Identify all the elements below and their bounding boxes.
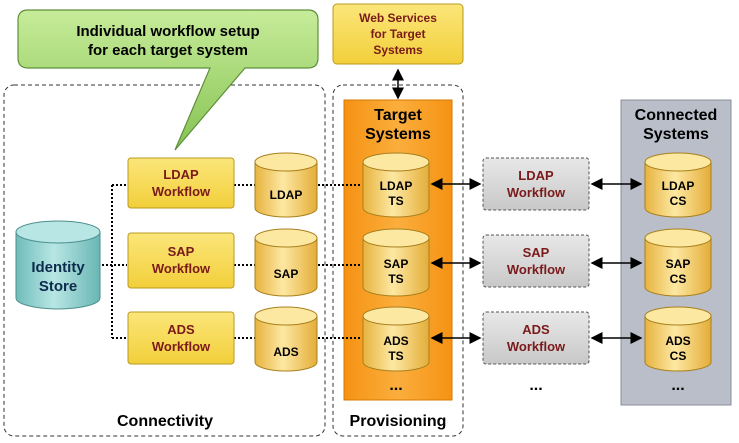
connected-system-ldap-line2: CS	[670, 194, 687, 208]
store-ldap-label: LDAP	[270, 188, 303, 202]
web-services-line1: Web Services	[359, 11, 437, 25]
connected-system-sap-line2: CS	[670, 272, 687, 286]
middle-workflow-ads: ADS Workflow	[482, 311, 590, 365]
store-sap: SAP	[254, 228, 318, 297]
connected-systems-ellipsis: ...	[671, 377, 684, 394]
identity-store-line1: Identity	[31, 259, 85, 276]
web-services-line3: Systems	[373, 43, 423, 57]
store-ads-label: ADS	[273, 345, 298, 359]
middle-workflow-ldap-line1: LDAP	[518, 168, 554, 183]
target-system-ads: ADS TS	[362, 306, 430, 372]
connected-system-ads: ADS CS	[644, 306, 712, 372]
target-system-ldap-line1: LDAP	[380, 179, 413, 193]
workflow-ldap-line1: LDAP	[163, 167, 199, 182]
workflow-sap: SAP Workflow	[127, 232, 235, 289]
connected-system-ldap-line1: LDAP	[662, 179, 695, 193]
workflow-ads-line2: Workflow	[152, 339, 211, 354]
target-system-sap-line1: SAP	[384, 257, 409, 271]
middle-workflow-sap-line2: Workflow	[507, 262, 566, 277]
connected-system-ads-line1: ADS	[665, 334, 690, 348]
target-system-ads-line1: ADS	[383, 334, 408, 348]
identity-connectors	[98, 184, 362, 339]
callout-line1: Individual workflow setup	[76, 23, 259, 40]
target-systems-header-line1: Target	[374, 107, 422, 124]
target-system-ads-line2: TS	[388, 349, 403, 363]
target-system-ldap: LDAP TS	[362, 152, 430, 218]
connected-systems-header-line1: Connected	[635, 107, 718, 124]
web-services-box: Web Services for Target Systems	[332, 3, 464, 65]
middle-workflows-ellipsis: ...	[529, 377, 542, 394]
middle-workflow-ldap-line2: Workflow	[507, 185, 566, 200]
ts-workflow-arrows	[430, 178, 482, 344]
target-system-sap: SAP TS	[362, 228, 430, 297]
target-system-sap-line2: TS	[388, 272, 403, 286]
connectivity-region: Connectivity	[3, 84, 326, 437]
workflow-ldap: LDAP Workflow	[127, 157, 235, 209]
store-ldap: LDAP	[254, 152, 318, 218]
provisioning-region: Provisioning	[332, 84, 464, 437]
workflow-ads-line1: ADS	[167, 322, 195, 337]
provisioning-label: Provisioning	[350, 413, 447, 430]
workflow-sap-line2: Workflow	[152, 261, 211, 276]
middle-workflow-sap-line1: SAP	[523, 245, 550, 260]
connected-system-ads-line2: CS	[670, 349, 687, 363]
target-system-ldap-line2: TS	[388, 194, 403, 208]
connectivity-label: Connectivity	[117, 413, 213, 430]
middle-workflow-sap: SAP Workflow	[482, 234, 590, 288]
workflow-ads: ADS Workflow	[127, 311, 235, 365]
web-services-line2: for Target	[370, 27, 425, 41]
identity-store-line2: Store	[39, 278, 77, 295]
store-sap-label: SAP	[274, 267, 299, 281]
target-systems-header-line2: Systems	[365, 126, 431, 143]
connected-system-ldap: LDAP CS	[644, 152, 712, 218]
callout-bubble: Individual workflow setup for each targe…	[17, 9, 319, 151]
identity-store: Identity Store	[15, 220, 101, 310]
target-systems-ellipsis: ...	[389, 377, 402, 394]
connected-system-sap: SAP CS	[644, 228, 712, 297]
connected-system-sap-line1: SAP	[666, 257, 691, 271]
middle-workflow-ads-line1: ADS	[522, 322, 550, 337]
connected-systems-header-line2: Systems	[643, 126, 709, 143]
callout-line2: for each target system	[88, 42, 248, 59]
middle-workflow-ldap: LDAP Workflow	[482, 157, 590, 211]
workflow-cs-arrows	[590, 178, 643, 344]
workflow-sap-line1: SAP	[168, 244, 195, 259]
workflow-ldap-line2: Workflow	[152, 184, 211, 199]
store-ads: ADS	[254, 306, 318, 372]
middle-workflow-ads-line2: Workflow	[507, 339, 566, 354]
